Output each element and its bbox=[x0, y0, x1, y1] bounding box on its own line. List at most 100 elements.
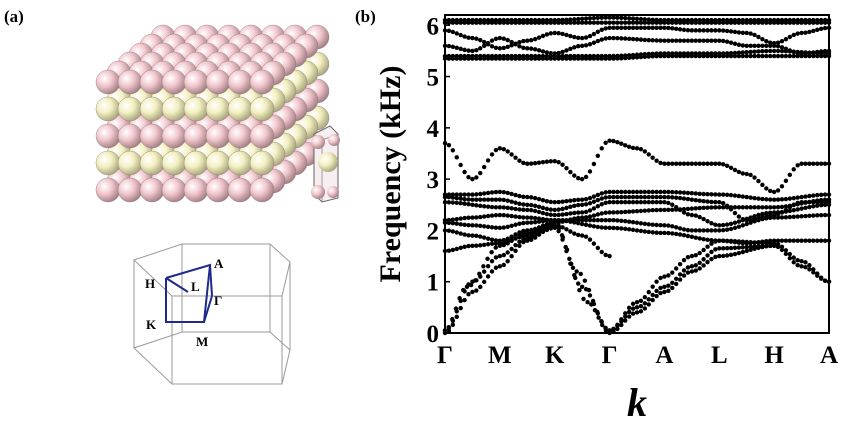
band-point bbox=[517, 39, 522, 45]
band-point bbox=[630, 301, 636, 306]
band-point bbox=[583, 20, 589, 25]
band-point bbox=[474, 192, 479, 197]
band-point bbox=[764, 43, 769, 48]
band-point bbox=[552, 158, 557, 164]
band-point bbox=[779, 238, 785, 243]
band-point bbox=[517, 158, 522, 163]
band-point bbox=[744, 30, 749, 36]
band-point bbox=[446, 28, 452, 34]
band-point bbox=[787, 214, 793, 220]
band-point bbox=[697, 266, 702, 271]
band-point bbox=[611, 200, 616, 205]
band-point bbox=[458, 20, 463, 25]
band-point bbox=[591, 241, 597, 246]
band-point bbox=[478, 37, 483, 43]
band-point bbox=[599, 37, 604, 42]
band-point bbox=[462, 297, 467, 303]
band-point bbox=[517, 56, 522, 61]
band-point bbox=[532, 47, 538, 52]
band-point bbox=[603, 210, 608, 215]
band-point bbox=[450, 200, 456, 205]
band-point bbox=[826, 197, 832, 202]
band-point bbox=[689, 212, 695, 218]
band-point bbox=[446, 200, 452, 205]
band-point bbox=[740, 249, 745, 255]
y-tick-label: 1 bbox=[427, 270, 440, 297]
band-point bbox=[572, 210, 577, 216]
band-point bbox=[517, 214, 522, 220]
band-point bbox=[724, 205, 730, 210]
band-point bbox=[485, 20, 491, 25]
band-point bbox=[768, 243, 773, 249]
band-point bbox=[646, 54, 651, 59]
band-point bbox=[768, 48, 773, 54]
band-point bbox=[634, 228, 640, 233]
band-point bbox=[513, 222, 518, 227]
x-tick-label: Γ bbox=[602, 342, 618, 369]
band-point bbox=[768, 205, 773, 210]
band-point bbox=[709, 249, 714, 255]
band-point bbox=[721, 228, 726, 233]
band-point bbox=[497, 146, 503, 151]
band-point bbox=[630, 36, 636, 42]
band-point bbox=[591, 194, 597, 199]
band-point bbox=[595, 153, 601, 159]
band-point bbox=[581, 296, 586, 302]
band-point bbox=[509, 223, 514, 229]
band-point bbox=[513, 232, 518, 237]
band-point bbox=[525, 194, 530, 200]
band-point bbox=[478, 56, 483, 61]
band-point bbox=[556, 20, 561, 25]
band-point bbox=[458, 305, 463, 311]
lattice-sphere bbox=[205, 150, 231, 176]
band-point bbox=[442, 330, 448, 336]
band-point bbox=[630, 145, 636, 151]
band-point bbox=[658, 53, 663, 59]
band-point bbox=[544, 226, 550, 231]
band-point bbox=[623, 226, 628, 232]
band-point bbox=[771, 20, 777, 25]
band-point bbox=[713, 247, 718, 252]
band-point bbox=[485, 263, 491, 269]
band-point bbox=[701, 198, 706, 204]
band-point bbox=[548, 223, 553, 229]
band-point bbox=[642, 306, 648, 311]
band-point bbox=[599, 146, 604, 151]
band-point bbox=[591, 213, 597, 218]
band-point bbox=[650, 222, 655, 227]
band-point bbox=[713, 38, 718, 43]
band-point bbox=[489, 44, 495, 49]
band-point bbox=[595, 311, 601, 316]
band-point bbox=[760, 244, 765, 250]
band-point bbox=[544, 20, 550, 25]
band-point bbox=[818, 53, 824, 59]
band-point bbox=[481, 43, 487, 49]
band-point bbox=[783, 20, 789, 25]
band-point bbox=[634, 146, 640, 151]
band-point bbox=[485, 242, 491, 247]
band-point bbox=[489, 204, 495, 210]
band-point bbox=[454, 216, 459, 222]
band-point bbox=[474, 36, 479, 41]
band-point bbox=[599, 27, 604, 33]
band-point bbox=[646, 194, 651, 200]
band-point bbox=[760, 36, 765, 42]
band-point bbox=[497, 212, 503, 218]
band-point bbox=[485, 224, 491, 230]
band-point bbox=[583, 209, 589, 215]
band-point bbox=[807, 50, 812, 55]
band-point bbox=[795, 163, 800, 168]
band-point bbox=[489, 56, 495, 61]
band-point bbox=[599, 211, 604, 216]
band-point bbox=[677, 207, 683, 212]
band-point bbox=[568, 229, 573, 234]
lattice-sphere bbox=[139, 69, 165, 95]
band-point bbox=[709, 228, 714, 233]
band-point bbox=[595, 15, 601, 21]
band-point bbox=[474, 288, 479, 293]
band-point bbox=[724, 246, 730, 251]
band-point bbox=[509, 238, 514, 243]
band-point bbox=[822, 25, 828, 31]
band-point bbox=[771, 243, 777, 249]
y-tick-label: 5 bbox=[427, 65, 440, 92]
